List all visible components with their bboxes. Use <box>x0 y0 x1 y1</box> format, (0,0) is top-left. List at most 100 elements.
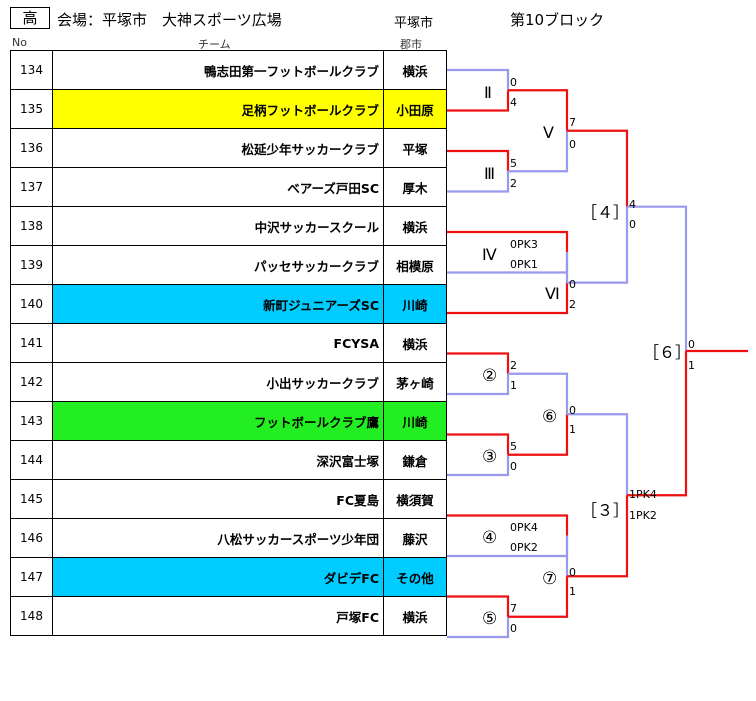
bracket-line <box>508 576 569 618</box>
match-label: Ⅳ <box>482 245 497 264</box>
team-number: 143 <box>10 401 53 441</box>
match-label: ② <box>482 366 497 386</box>
team-city: 藤沢 <box>383 518 447 558</box>
bracket-line <box>567 206 629 284</box>
match-label: Ⅴ <box>543 123 554 142</box>
bracket-line <box>447 90 510 112</box>
score-label: 1 <box>569 423 576 436</box>
bracket-line <box>567 495 629 578</box>
team-city: 横浜 <box>383 323 447 363</box>
team-name: ダビデFC <box>52 557 384 597</box>
score-label: 0 <box>510 460 517 473</box>
team-name: 松延少年サッカークラブ <box>52 128 384 168</box>
bracket-line <box>627 350 688 497</box>
score-label: 0 <box>569 138 576 151</box>
team-number: 137 <box>10 167 53 207</box>
bracket-line <box>447 171 510 193</box>
team-name: 八松サッカースポーツ少年団 <box>52 518 384 558</box>
bracket-line <box>447 616 510 639</box>
bracket-line <box>447 230 569 253</box>
bracket-line <box>447 252 569 274</box>
venue-title: 会場：平塚市 大神スポーツ広場 <box>57 11 282 29</box>
grade-label: 高 <box>22 9 38 27</box>
team-name: 新町ジュニアーズSC <box>52 284 384 324</box>
bracket-line <box>447 68 510 91</box>
score-label: 5 <box>510 440 517 453</box>
bracket-line <box>447 373 510 396</box>
bracket-line <box>447 149 510 172</box>
team-name: 深沢富士塚 <box>52 440 384 480</box>
match-label: ④ <box>482 528 497 548</box>
bracket-line <box>508 89 569 131</box>
match-label: Ⅲ <box>484 164 495 183</box>
bracket-line <box>447 595 510 617</box>
match-label: ⑦ <box>542 569 557 589</box>
team-city: 鎌倉 <box>383 440 447 480</box>
bracket-line <box>447 352 510 374</box>
bracket-line <box>627 205 688 351</box>
team-name: 中沢サッカースクール <box>52 206 384 246</box>
team-name: パッセサッカークラブ <box>52 245 384 285</box>
score-label: 7 <box>569 116 576 129</box>
score-label: 1 <box>510 379 517 392</box>
team-number: 148 <box>10 596 53 636</box>
score-label: 0 <box>629 218 636 231</box>
score-label: 0PK1 <box>510 258 538 271</box>
team-city: 川崎 <box>383 284 447 324</box>
bracket-line <box>447 433 510 455</box>
score-label: 0 <box>510 622 517 635</box>
score-label: 0 <box>569 566 576 579</box>
team-number: 140 <box>10 284 53 324</box>
score-label: 1 <box>688 359 695 372</box>
team-city: 横浜 <box>383 206 447 246</box>
bracket-line <box>447 454 510 477</box>
bracket-line <box>447 535 569 558</box>
team-city: その他 <box>383 557 447 597</box>
team-city: 横浜 <box>383 50 447 90</box>
team-city: 横浜 <box>383 596 447 636</box>
score-label: 4 <box>629 198 636 211</box>
match-label: ⑤ <box>482 609 497 629</box>
bracket-line <box>447 514 569 536</box>
match-label: Ⅵ <box>545 284 560 303</box>
score-label: 1PK2 <box>629 509 657 522</box>
score-label: 7 <box>510 602 517 615</box>
team-city: 厚木 <box>383 167 447 207</box>
team-name: フットボールクラブ鷹 <box>52 401 384 441</box>
team-city: 茅ヶ崎 <box>383 362 447 402</box>
match-label: ［４］ <box>581 203 629 222</box>
col-team-header: チーム <box>198 38 231 51</box>
match-label: ［３］ <box>581 501 629 520</box>
score-label: 0 <box>688 338 695 351</box>
team-number: 141 <box>10 323 53 363</box>
team-city: 小田原 <box>383 89 447 129</box>
grade-box: 高 <box>10 7 50 29</box>
bracket-line <box>508 414 569 456</box>
team-city: 平塚 <box>383 128 447 168</box>
score-label: 2 <box>510 359 517 372</box>
score-label: 5 <box>510 157 517 170</box>
team-city: 相模原 <box>383 245 447 285</box>
score-label: 2 <box>569 298 576 311</box>
team-city: 横須賀 <box>383 479 447 519</box>
score-label: 4 <box>510 96 517 109</box>
team-number: 136 <box>10 128 53 168</box>
score-label: 0 <box>569 278 576 291</box>
score-label: 1 <box>569 585 576 598</box>
score-label: 0PK3 <box>510 238 538 251</box>
match-label: Ⅱ <box>484 83 492 102</box>
score-label: 0PK4 <box>510 521 538 534</box>
match-label: ⑥ <box>542 407 557 427</box>
score-label: 0 <box>510 76 517 89</box>
col-no-header: No <box>12 36 27 49</box>
